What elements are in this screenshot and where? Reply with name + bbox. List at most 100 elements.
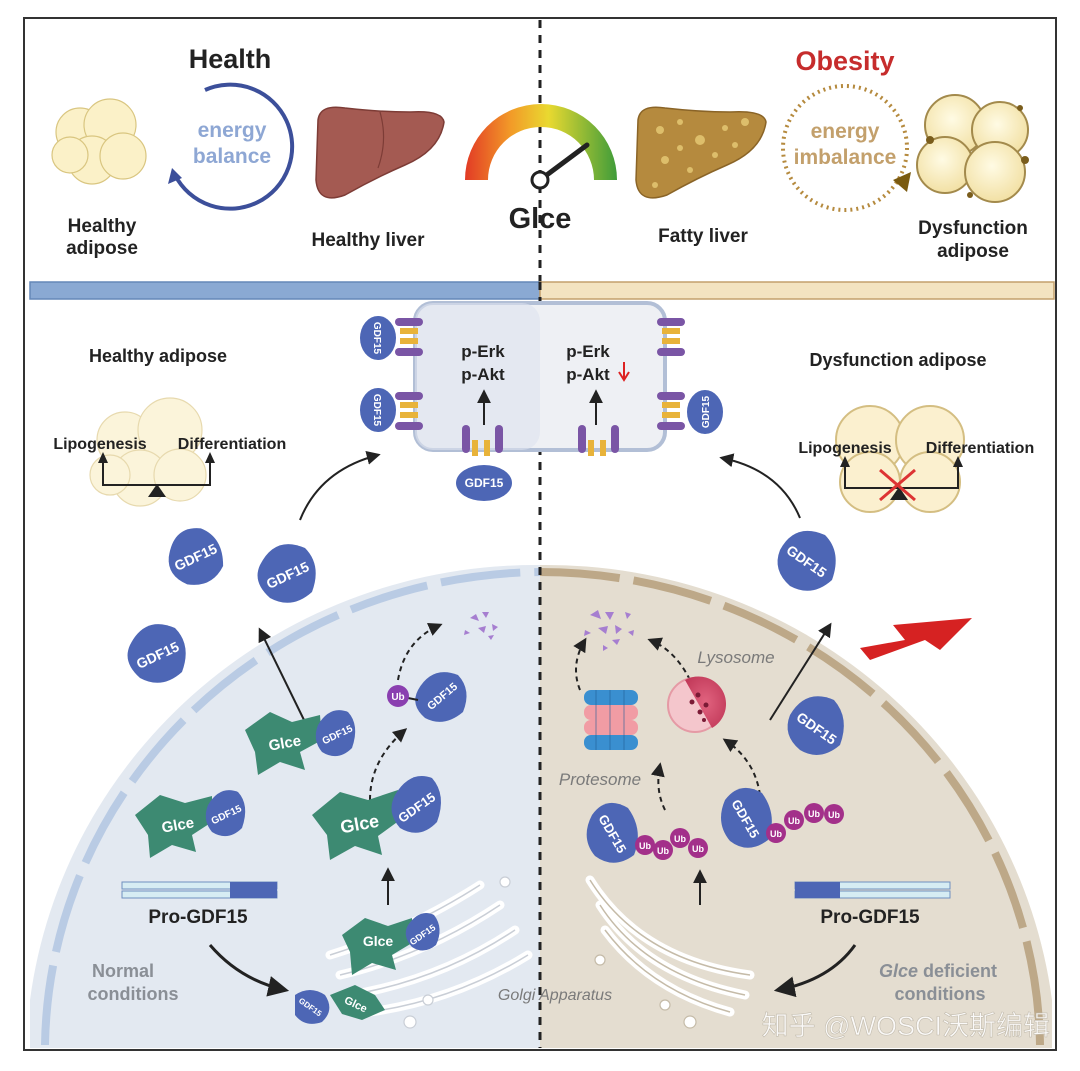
decrease-arrow-icon (618, 362, 630, 382)
obesity-divider-bar (539, 281, 1055, 300)
gdf15-bound-left-upper: GDF15 (360, 316, 396, 360)
energy-imbalance-cycle-icon (781, 84, 911, 212)
svg-text:Glce: Glce (363, 933, 394, 949)
pro-gdf15-gene-left-icon (121, 881, 278, 899)
left-secretion-arrow (258, 627, 306, 723)
left-adipose-cluster-icon (89, 397, 207, 507)
svg-text:Ub: Ub (639, 841, 651, 851)
gauge-label: Glce (509, 203, 572, 235)
glce-deficient-label-2: conditions (895, 984, 986, 1004)
nuclear-envelope-right (539, 568, 1044, 1046)
p-akt-right: p-Akt (566, 365, 610, 384)
lysosome-label: Lysosome (697, 648, 774, 667)
receptor-left-upper (395, 318, 423, 356)
right-adipose-title: Dysfunction adipose (809, 350, 986, 370)
obesity-title: Obesity (795, 46, 894, 76)
healthy-liver-icon (315, 106, 445, 199)
right-balance-triangle-icon (890, 487, 908, 500)
svg-text:Ub: Ub (674, 834, 686, 844)
golgi-vesicles-right (594, 954, 697, 1029)
glce-gdf15-complex-2: Glce GDF15 (135, 790, 246, 858)
fatty-liver-label: Fatty liver (658, 226, 748, 247)
proteasome-to-fragments-arrow (573, 637, 587, 691)
energy-balance-cycle-icon (168, 82, 295, 211)
receptor-right-bottom (578, 425, 619, 456)
svg-text:GDF15: GDF15 (465, 476, 504, 490)
gauge-hub (530, 170, 550, 190)
right-secretion-arrow (769, 622, 832, 721)
poly-ub-gdf15-1: GDF15 Ub Ub Ub Ub (586, 802, 708, 863)
right-translation-arrow (773, 944, 857, 998)
nuclear-envelope-left (41, 568, 541, 1046)
dysfunction-adipose-icon (916, 94, 1029, 203)
lysosome-icon (667, 676, 727, 733)
fatty-liver-icon (635, 106, 767, 199)
svg-text:Ub: Ub (657, 846, 669, 856)
poly-ub-gdf15-2: GDF15 Ub Ub Ub Ub (721, 787, 844, 848)
gdf15-free-right: GDF15 (777, 530, 836, 591)
energy-imbalance-text-1: energy (811, 120, 880, 143)
golgi-apparatus-right-outline (589, 879, 751, 1013)
energy-balance-text-2: balance (193, 145, 271, 168)
svg-text:Ub: Ub (391, 692, 404, 703)
glce-gdf15-complex-1: Glce GDF15 (245, 710, 356, 775)
adipose-dark-spots (926, 105, 1029, 198)
healthy-adipose-icon (51, 98, 147, 185)
pro-gdf15-gene-right-icon (794, 881, 951, 899)
svg-text:Glce: Glce (160, 814, 195, 836)
gdf15-bound-left-bottom: GDF15 (456, 465, 512, 501)
left-secretion-arrow-to-cell (299, 451, 381, 521)
glce-gauge-icon (465, 104, 617, 180)
svg-text:Ub: Ub (808, 809, 820, 819)
gdf15-right-cytoplasm: GDF15 (787, 696, 844, 755)
gdf15-free-2: GDF15 (257, 544, 316, 603)
right-degraded-fragments-icon (584, 610, 634, 651)
pro-gdf15-left-label: Pro-GDF15 (148, 907, 248, 928)
svg-text:Glce: Glce (267, 732, 302, 754)
svg-text:GDF15: GDF15 (701, 395, 712, 428)
right-differentiation-label: Differentiation (926, 440, 1034, 457)
left-ub-arrow (369, 728, 408, 801)
gdf15-bound-left-lower: GDF15 (360, 388, 396, 432)
target-cell-left-shade (415, 303, 540, 450)
glce-deficient-label-1: Glce deficient (879, 961, 997, 981)
pro-gdf15-right-label: Pro-GDF15 (820, 907, 920, 928)
energy-imbalance-text-2: imbalance (794, 146, 897, 169)
dysfunction-adipose-label-1: Dysfunction (918, 218, 1028, 239)
receptor-left-bottom (462, 425, 503, 456)
glce-gdf15-golgi-complex: Glce GDF15 (342, 912, 440, 975)
p-erk-right: p-Erk (566, 342, 610, 361)
health-title: Health (189, 44, 272, 74)
golgi-vesicles-left (403, 876, 511, 1029)
right-secretion-arrow-to-cell (719, 453, 801, 519)
gauge-needle (537, 142, 590, 183)
nucleus-right-bg (540, 564, 1052, 1048)
watermark: 知乎 @WOSCI沃斯编辑 (762, 1011, 1050, 1041)
receptor-right-lower (657, 392, 685, 430)
left-degradation-arrow (397, 622, 443, 681)
svg-text:Ub: Ub (788, 816, 800, 826)
p-akt-left: p-Akt (461, 365, 505, 384)
left-adipose-title: Healthy adipose (89, 346, 227, 366)
lightning-bolt-icon (860, 618, 972, 660)
normal-conditions-label-2: conditions (88, 984, 179, 1004)
svg-text:GDF15: GDF15 (371, 394, 382, 427)
receptor-left-lower (395, 392, 423, 430)
healthy-liver-label: Healthy liver (312, 230, 426, 251)
left-differentiation-label: Differentiation (178, 436, 286, 453)
healthy-adipose-label-1: Healthy (68, 216, 137, 237)
proteasome-label: Protesome (559, 770, 641, 789)
proteasome-icon (584, 690, 638, 750)
ub-gdf15-complex-left: GDF15 Ub (387, 672, 467, 722)
receptor-right-upper (657, 318, 685, 356)
right-lipogenesis-label: Lipogenesis (798, 440, 891, 457)
svg-text:Ub: Ub (692, 844, 704, 854)
svg-text:Ub: Ub (770, 829, 782, 839)
golgi-apparatus-label: Golgi Apparatus (498, 987, 612, 1004)
lysosome-to-fragments-arrow (647, 637, 691, 681)
glce-gdf15-complex-3: Glce GDF15 (312, 776, 441, 860)
glce-gdf15-nascent-complex: Glce GDF15 (295, 985, 385, 1024)
liver-lobe-line (377, 111, 385, 169)
gdf15-free-3: GDF15 (127, 624, 186, 683)
